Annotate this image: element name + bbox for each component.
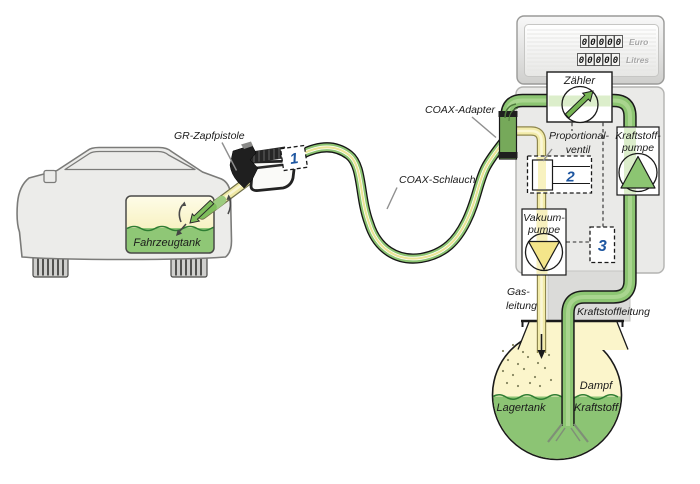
fuel-label: Kraftstoff [574,402,619,414]
gas-line-pipe [511,126,547,353]
fuel-pump-triangle [620,155,656,189]
vapor-label: Dampf [580,380,613,392]
vapor-up-arrows [178,194,232,223]
counter-label: Zähler [563,75,597,87]
euro-counter: 0 0 0 0 0 Euro Euro [580,35,649,48]
litres-label: Litres [626,55,649,65]
euro-digit: 0 [590,38,596,48]
storage-tank: Lagertank Dampf Kraftstoff [491,319,629,461]
fuel-pump-label-2: pumpe [621,142,654,154]
marker-3: 3 [589,226,616,264]
marker-2-number: 2 [565,169,575,186]
counter-needle-arrow [564,90,594,119]
vapor-down-arrow [537,334,546,359]
storage-tank-label: Lagertank [497,402,546,414]
side-mirror [43,169,57,184]
fuel-flow-arrow [189,199,215,224]
fuel-drip-arrow [176,223,187,236]
euro-digit: 0 [616,38,622,48]
marker-1: 1 [279,144,309,172]
coax-hose-label: COAX-Schlauch [399,174,476,186]
euro-digit: 0 [599,38,605,48]
nozzle-label: GR-Zapfpistole [174,130,245,142]
vacuum-pump-icon [524,232,564,272]
control-connectors [566,122,604,243]
proportional-valve-label-1: Proportional- [549,130,610,142]
proportional-valve-label-2: ventil [566,144,591,156]
fuel-line-label: Kraftstoffleitung [577,306,650,318]
coax-adapter-label: COAX-Adapter [425,104,496,116]
fuel-line-pipe [500,93,637,426]
euro-digit: 0 [607,38,613,48]
litres-digit: 0 [579,56,585,66]
vacuum-pump-label-1: Vakuum- [523,212,565,224]
litres-counter: 0 0 0 0 0 Litres Litres [577,53,650,66]
coax-hose [296,134,511,264]
gas-line-label-2: leitung [506,300,537,312]
callout-labels: GR-Zapfpistole COAX-Schlauch COAX-Adapte… [174,104,650,318]
vehicle-tank-label: Fahrzeugtank [133,237,201,249]
suction-strainer [547,423,589,443]
marker-1-number: 1 [289,150,300,168]
rear-window [64,150,196,171]
litres-digit: 0 [587,56,593,66]
vehicle-tank: Fahrzeugtank [125,195,215,254]
litres-digit: 0 [596,56,602,66]
counter-box: Zähler [546,71,613,124]
fuel-pump-label-1: Kraftstoff- [615,130,661,142]
euro-digit: 0 [582,38,588,48]
fuel-pump-icon [618,152,658,193]
vacuum-pump: Vakuum- pumpe [521,208,567,276]
proportional-valve: 2 [526,155,593,194]
vacuum-pump-triangle [527,240,561,271]
fuel-pump: Kraftstoff- pumpe [615,126,661,196]
coax-adapter-fitting [498,103,519,160]
euro-label: Euro [629,37,648,47]
vacuum-pump-label-2: pumpe [527,224,560,236]
euro-label-emboss: Euro [630,38,649,48]
litres-label-emboss: Litres [627,56,650,66]
litres-digit: 0 [613,56,619,66]
gas-line-label-1: Gas- [507,286,530,298]
marker-3-number: 3 [598,238,607,255]
litres-digit: 0 [604,56,610,66]
counter-gauge-icon [561,85,599,124]
